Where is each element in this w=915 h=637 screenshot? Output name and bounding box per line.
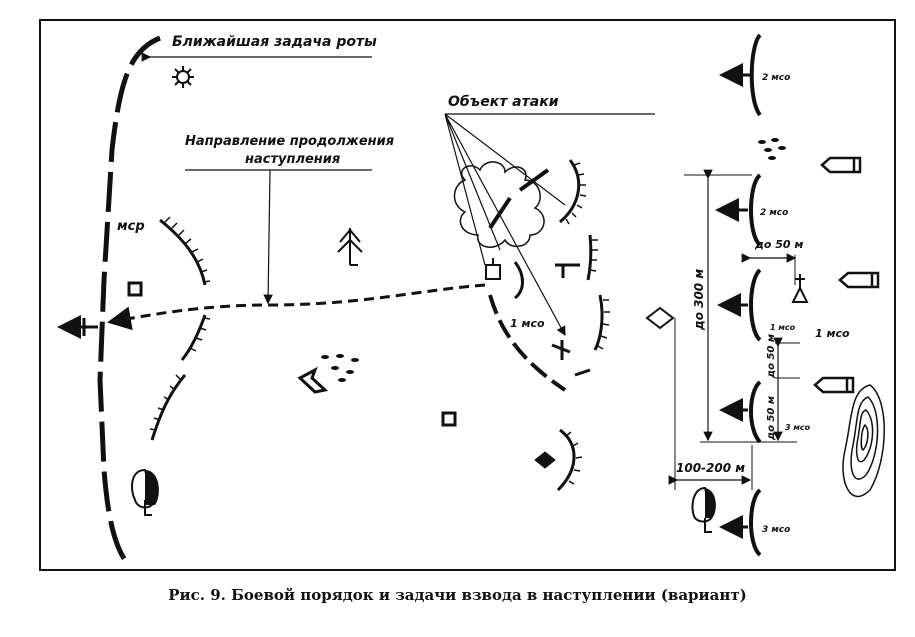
- squad-1-label: 1 мсо: [770, 323, 796, 332]
- artillery-position: [297, 354, 359, 394]
- squad-3-label: 3 мсо: [762, 525, 790, 535]
- squad-1-label: 1 мсо: [510, 317, 545, 330]
- trench-ticks: [149, 216, 211, 431]
- direction-label: Направление продолжения наступления: [185, 134, 394, 305]
- diamond-marker: [534, 451, 556, 469]
- svg-text:наступления: наступления: [245, 152, 340, 167]
- squad-brackets: [749, 33, 762, 557]
- advance-direction-path: [107, 283, 486, 331]
- svg-text:Ближайшая задача роты: Ближайшая задача роты: [172, 34, 377, 50]
- enemy-trench-ticks: [565, 162, 610, 485]
- woodland-area: [453, 161, 545, 248]
- dots-cluster: [758, 138, 786, 160]
- sun-icon: [172, 66, 194, 88]
- figure-caption: Рис. 9. Боевой порядок и задачи взвода в…: [168, 586, 747, 604]
- obstacle-marks: [488, 168, 550, 230]
- tank-icon: [485, 258, 501, 280]
- squad-2-label: 2 мсо: [760, 208, 788, 218]
- company-objective-label: Ближайшая задача роты: [141, 34, 377, 62]
- diagram-frame: [39, 19, 896, 571]
- distance-label: до 300 м: [692, 269, 706, 331]
- svg-text:Объект атаки: Объект атаки: [448, 94, 559, 110]
- company-objective-line: [97, 35, 161, 562]
- distance-label: до 50 м: [754, 238, 803, 251]
- left-arrow-symbol: [57, 315, 98, 339]
- distance-label: 100-200 м: [676, 461, 745, 475]
- bunker-icon: [441, 411, 457, 427]
- distance-label: до 50 м: [766, 396, 777, 441]
- squad-1-label: 1 мсо: [815, 327, 850, 340]
- attack-object-label: Объект атаки: [444, 94, 655, 335]
- msr-label: мср: [117, 219, 145, 234]
- deciduous-tree-icon: [131, 468, 159, 516]
- vehicle-icons: [813, 156, 880, 394]
- squad-arrows: [715, 63, 750, 539]
- hill-contours: [842, 384, 885, 498]
- trenches-left: [150, 218, 207, 441]
- bunker-icon: [127, 281, 143, 297]
- commander-icon: [791, 274, 809, 303]
- svg-text:Направление продолжения: Направление продолжения: [185, 134, 394, 149]
- diamond-outline-marker: [645, 306, 675, 330]
- deciduous-tree-icon: [691, 486, 716, 533]
- platoon-attack-line: [488, 294, 567, 392]
- conifer-tree-icon: [337, 228, 363, 266]
- squad-2-label: 2 мсо: [762, 73, 790, 83]
- distance-label: до 50 м: [766, 334, 777, 379]
- enemy-trenches: [513, 159, 604, 492]
- squad-3-label: 3 мсо: [785, 423, 811, 432]
- weapon-icon: [551, 263, 580, 360]
